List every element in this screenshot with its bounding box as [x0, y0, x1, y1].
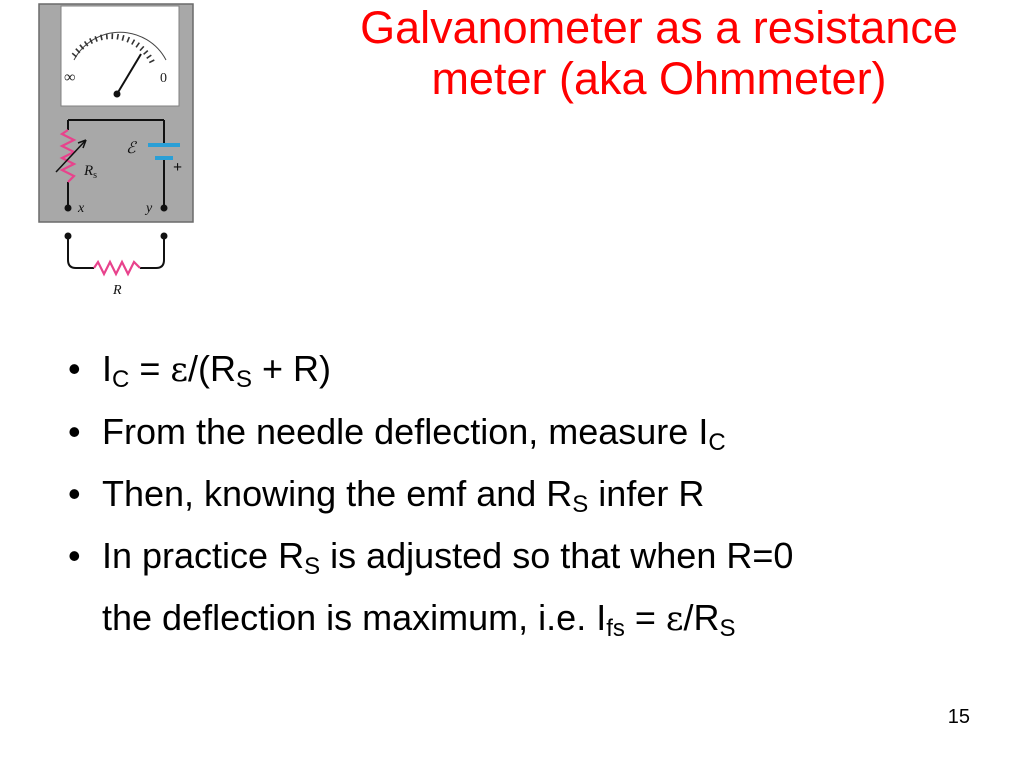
external-wiring	[67, 236, 165, 269]
slide-number: 15	[947, 706, 970, 728]
internal-wiring	[67, 119, 165, 208]
terminal-y-label: y	[144, 201, 153, 216]
bullet-list: • IC = ε/(RS + R) • From the needle defl…	[68, 338, 1008, 650]
external-resistor-label: R	[112, 283, 122, 298]
bullet-marker: •	[68, 535, 81, 576]
scale-infinity-label: ∞	[64, 69, 75, 86]
external-resistor-r	[93, 259, 141, 277]
bullet-full-scale: • In practice RS is adjusted so that whe…	[68, 525, 1008, 650]
rs-adjust-arrow	[55, 139, 87, 173]
scale-zero-label: 0	[160, 71, 167, 86]
terminal-x-label: x	[77, 201, 85, 216]
bullet-marker: •	[68, 411, 81, 452]
rs-resistor	[59, 129, 77, 183]
needle-pivot	[113, 90, 121, 98]
terminal-y	[160, 204, 168, 212]
scale-ticks	[71, 33, 155, 64]
emf-label: ℰ	[126, 140, 138, 157]
rs-label: Rs	[83, 163, 97, 181]
bullet-measure-current: • From the needle deflection, measure IC	[68, 401, 1008, 463]
meter-needle	[116, 53, 142, 95]
meter-face	[60, 5, 180, 107]
title-line-2: meter (aka Ohmmeter)	[431, 53, 887, 104]
battery-long-plate	[148, 143, 180, 147]
battery-short-plate	[155, 156, 173, 160]
terminal-x	[64, 204, 72, 212]
bullet-marker: •	[68, 473, 81, 514]
ohmmeter-diagram: ∞ 0 Rs ℰ + x y	[36, 2, 196, 298]
title-line-1: Galvanometer as a resistance	[360, 2, 958, 53]
battery-plus-label: +	[173, 159, 182, 176]
bullet-marker: •	[68, 348, 81, 389]
bullet-infer-resistance: • Then, knowing the emf and RS infer R	[68, 463, 1008, 525]
slide-title: Galvanometer as a resistance meter (aka …	[300, 2, 1018, 104]
bullet-current-formula: • IC = ε/(RS + R)	[68, 338, 1008, 401]
